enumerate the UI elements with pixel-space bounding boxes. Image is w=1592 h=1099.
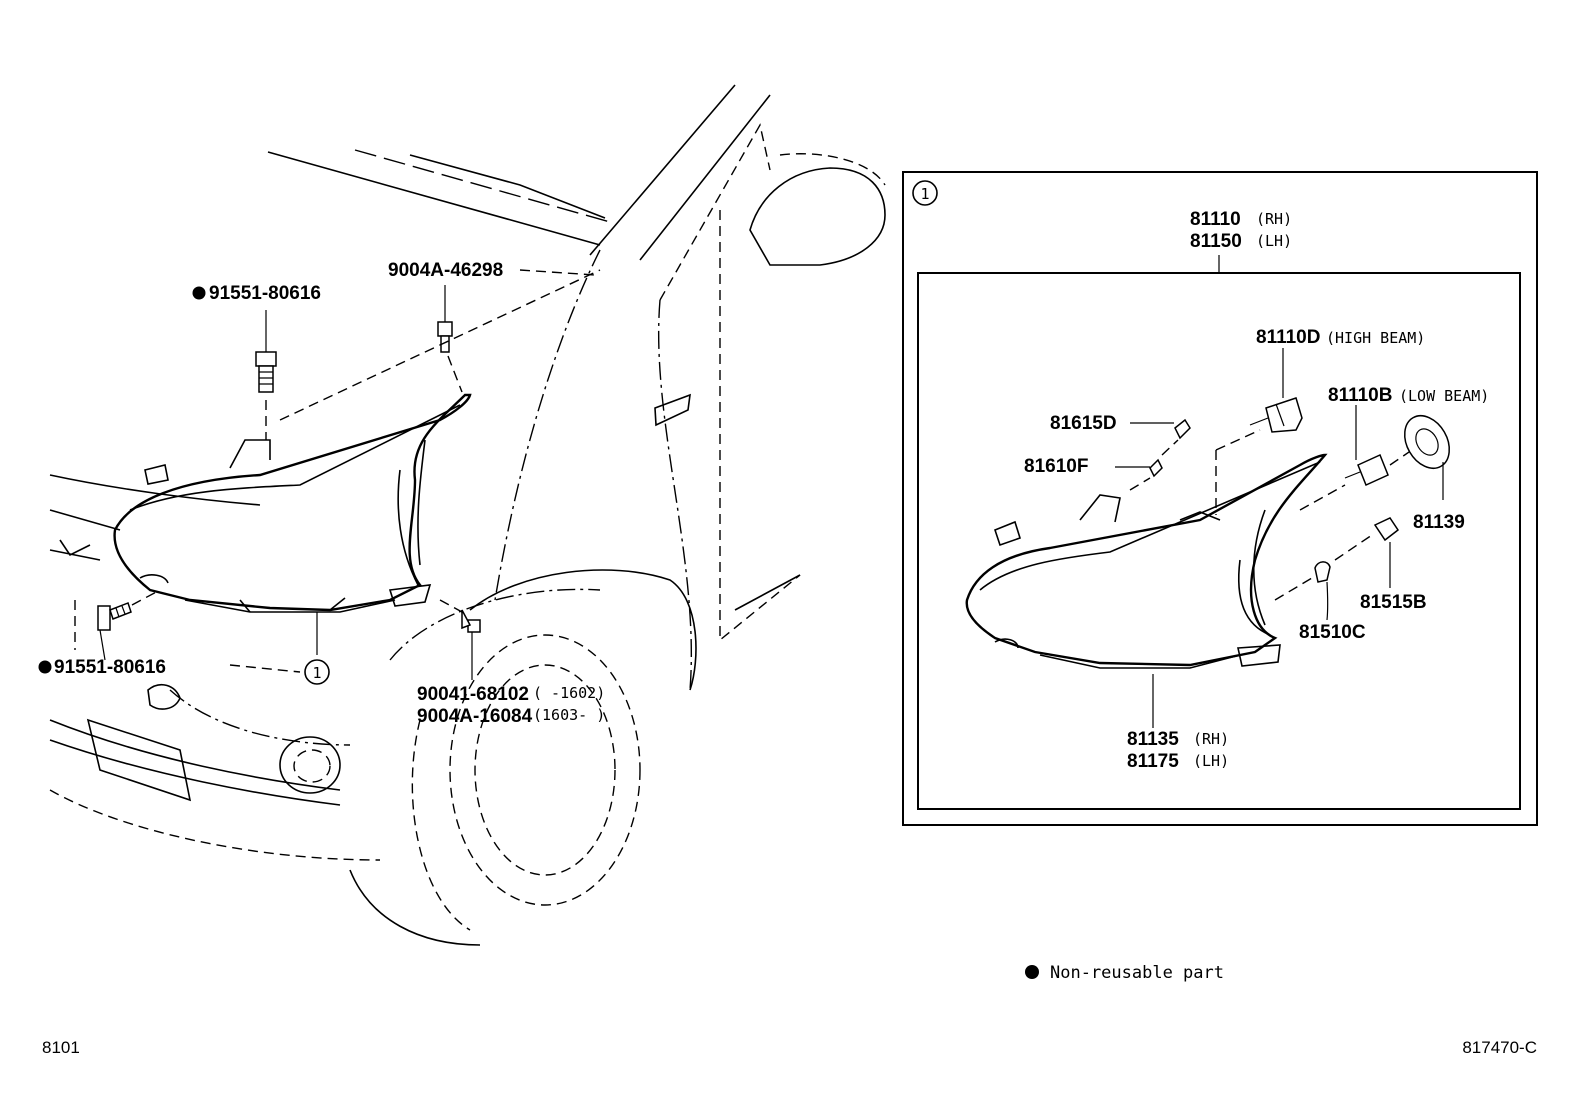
svg-text:1: 1 <box>920 185 929 203</box>
label-bolt-upper: 91551-80616 <box>192 283 321 304</box>
date-range-a: ( -1602) <box>533 684 605 702</box>
housing-side-lh: (LH) <box>1193 752 1229 770</box>
part-number-81610F: 81610F <box>1024 456 1088 477</box>
fastener-bolt-upper <box>255 310 277 440</box>
part-number-91551-upper: 91551-80616 <box>209 283 321 304</box>
vehicle-front-outline <box>49 84 886 946</box>
part-number-81515B: 81515B <box>1360 592 1427 613</box>
headlamp-assembly-right <box>965 453 1328 669</box>
illustration-code: 817470-C <box>1462 1038 1537 1057</box>
fastener-clip-upper <box>437 285 463 393</box>
housing-side-rh: (RH) <box>1193 730 1229 748</box>
label-bolt-lower: 91551-80616 <box>38 657 166 678</box>
headlamp-assembly-left <box>113 393 472 613</box>
part-number-81139: 81139 <box>1413 512 1465 533</box>
bulb-cover <box>1403 415 1451 500</box>
legend-text: Non-reusable part <box>1050 963 1224 983</box>
leader-clip-upper <box>519 269 596 276</box>
side-rh: (RH) <box>1256 210 1292 228</box>
date-range-b: (1603- ) <box>533 706 605 724</box>
high-beam-label: (HIGH BEAM) <box>1326 329 1425 347</box>
part-number-9004A-46298: 9004A-46298 <box>388 260 503 281</box>
side-lh: (LH) <box>1256 232 1292 250</box>
high-beam-bulb <box>1215 348 1303 515</box>
label-housing: 81135 (RH) 81175 (LH) <box>1127 729 1229 772</box>
non-reusable-dot <box>192 286 206 300</box>
part-number-91551-lower: 91551-80616 <box>54 657 166 678</box>
socket-81615d <box>1130 418 1191 440</box>
bulb-81510c <box>1274 561 1331 621</box>
low-beam-label: (LOW BEAM) <box>1399 387 1489 405</box>
part-number-81615D: 81615D <box>1050 413 1117 434</box>
label-low-beam: 81110B (LOW BEAM) <box>1328 385 1489 406</box>
part-number-81135: 81135 <box>1127 729 1179 750</box>
fastener-screw-lower <box>439 599 481 680</box>
part-number-81150: 81150 <box>1190 231 1242 252</box>
socket-81515b <box>1334 517 1400 588</box>
non-reusable-dot <box>1025 965 1039 979</box>
part-number-9004A-16084: 9004A-16084 <box>417 706 533 727</box>
label-high-beam: 81110D (HIGH BEAM) <box>1256 327 1425 348</box>
diagram-section-code: 8101 <box>42 1038 80 1057</box>
leader-bolt-upper <box>279 269 601 421</box>
part-number-81110B: 81110B <box>1328 385 1392 406</box>
part-number-90041-68102: 90041-68102 <box>417 684 529 705</box>
label-screws: 90041-68102 ( -1602) 9004A-16084 (1603- … <box>417 684 605 727</box>
callout-circle-right: 1 <box>912 180 938 206</box>
part-number-81110: 81110 <box>1190 209 1241 230</box>
part-number-81510C: 81510C <box>1299 622 1366 643</box>
svg-text:1: 1 <box>312 664 321 682</box>
breakdown-box: 1 <box>902 171 1538 826</box>
low-beam-bulb <box>1299 405 1413 511</box>
part-number-81175: 81175 <box>1127 751 1179 772</box>
label-assembly: 81110 (RH) 81150 (LH) <box>1190 209 1292 252</box>
part-number-81110D: 81110D <box>1256 327 1320 348</box>
fastener-bolt-lower <box>97 589 161 661</box>
bulb-81610f <box>1115 439 1179 491</box>
callout-circle-left: 1 <box>304 659 330 685</box>
legend-non-reusable: Non-reusable part <box>1025 963 1224 983</box>
non-reusable-dot <box>38 660 52 674</box>
